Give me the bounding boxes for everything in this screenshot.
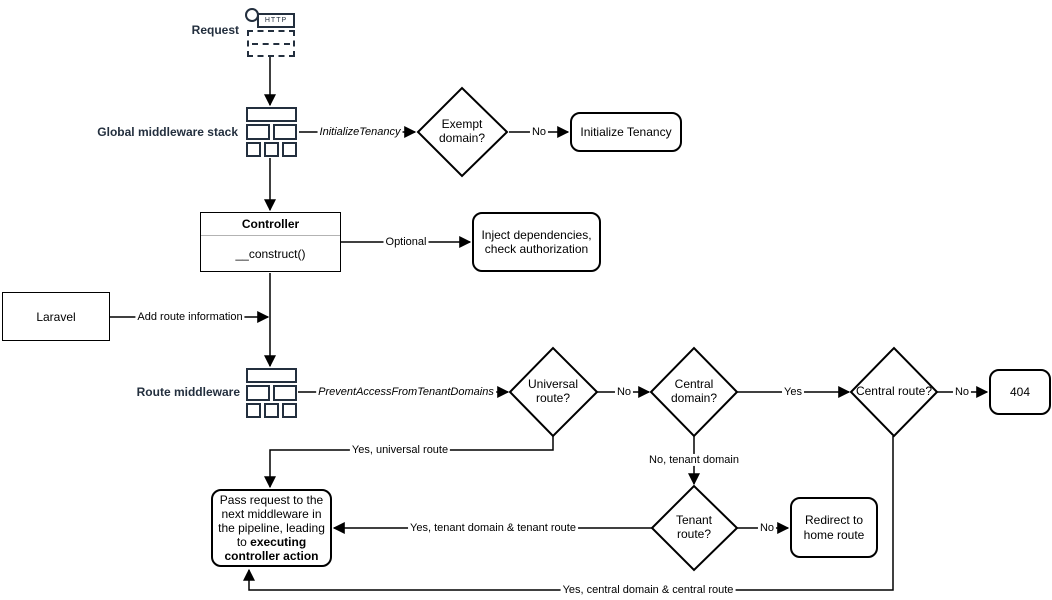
pass-request-text: Pass request to the next middleware in t… xyxy=(218,492,325,550)
tenant-route-label: Tenant route? xyxy=(675,513,713,541)
route-middleware-label: Route middleware xyxy=(136,385,240,399)
pass-request-bold-text: executing controller action xyxy=(224,535,319,564)
stack-slot xyxy=(246,368,297,383)
stack-slot xyxy=(246,107,297,122)
stack-slot xyxy=(282,403,297,418)
edge-label-central-domain-yes: Yes xyxy=(782,385,804,399)
stack-slot xyxy=(246,385,270,401)
central-route-label: Central route? xyxy=(855,384,933,399)
controller-node: Controller __construct() xyxy=(200,212,341,272)
inject-dependencies-node: Inject dependencies, check authorization xyxy=(472,212,601,272)
stack-slot xyxy=(264,403,279,418)
stack-slot xyxy=(246,403,261,418)
edge-label-optional: Optional xyxy=(383,235,429,249)
http-request-icon: HTTP xyxy=(245,8,297,57)
404-node: 404 xyxy=(989,369,1051,415)
request-body-dashes xyxy=(252,43,290,45)
edge-label-tenant-yes: Yes, tenant domain & tenant route xyxy=(408,521,578,535)
http-label: HTTP xyxy=(257,13,295,28)
stack-slot xyxy=(264,142,279,157)
central-domain-label: Central domain? xyxy=(670,377,718,405)
initialize-tenancy-node: Initialize Tenancy xyxy=(570,112,682,152)
edge-label-exempt-no: No xyxy=(529,125,549,139)
controller-title: Controller xyxy=(201,213,340,236)
edge-label-prevent-access: PreventAccessFromTenantDomains xyxy=(316,385,496,399)
stack-slot xyxy=(273,385,297,401)
stack-slot xyxy=(246,124,270,140)
redirect-home-route-node: Redirect to home route xyxy=(790,497,878,558)
edge-label-central-route-yes: Yes, central domain & central route xyxy=(560,583,736,597)
edge-label-initialize-tenancy: InitializeTenancy xyxy=(317,125,403,139)
exempt-domain-label: Exempt domain? xyxy=(438,117,486,145)
edge-label-universal-no: No xyxy=(614,385,634,399)
request-label: Request xyxy=(191,23,239,37)
laravel-node: Laravel xyxy=(2,292,110,341)
edge-label-central-route-no: No xyxy=(952,385,972,399)
edge-label-tenant-no: No xyxy=(757,521,777,535)
request-circle-glyph xyxy=(245,8,259,22)
global-middleware-stack-icon xyxy=(246,107,297,157)
controller-construct-member: __construct() xyxy=(235,246,306,261)
route-middleware-stack-icon xyxy=(246,368,297,418)
universal-route-label: Universal route? xyxy=(527,377,578,405)
request-body-glyph xyxy=(247,30,295,57)
edge-label-add-route-information: Add route information xyxy=(135,310,245,324)
stack-slot xyxy=(273,124,297,140)
edge-label-tenant-domain-no: No, tenant domain xyxy=(647,453,741,467)
stack-slot xyxy=(246,142,261,157)
pass-request-node: Pass request to the next middleware in t… xyxy=(211,489,332,567)
global-middleware-stack-label: Global middleware stack xyxy=(97,125,238,139)
edge-label-universal-yes: Yes, universal route xyxy=(349,443,451,457)
stack-slot xyxy=(282,142,297,157)
